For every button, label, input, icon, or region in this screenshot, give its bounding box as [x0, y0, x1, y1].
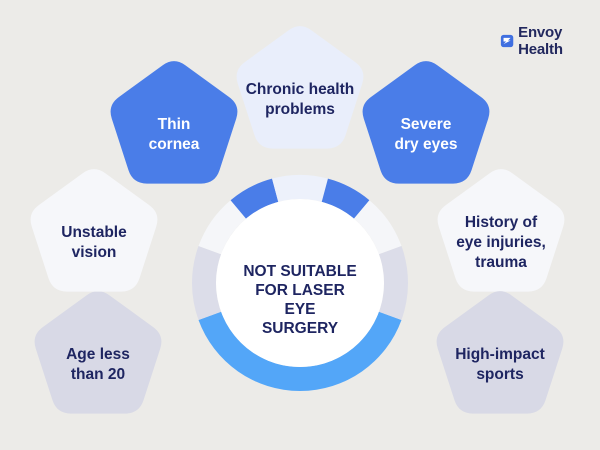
factor-label-high-impact-sports: High-impact sports: [455, 346, 545, 383]
ring-segment-upper-right: [353, 200, 402, 255]
center-ring: [192, 175, 408, 392]
pentagon-thin-cornea: [110, 61, 238, 184]
brand-name: Envoy Health: [518, 24, 563, 58]
ring-segment-top-left: [230, 178, 279, 219]
factor-label-thin-cornea: Thin cornea: [148, 116, 200, 153]
ring-segment-upper-left: [198, 200, 247, 255]
pentagon-dry-eyes: [362, 61, 490, 184]
ring-segment-left: [192, 246, 222, 320]
ring-segment-bottom: [198, 311, 402, 392]
pentagon-eye-injuries: [437, 169, 565, 292]
ring-segment-right: [378, 246, 408, 320]
pentagon-age: [34, 291, 162, 414]
center-label: NOT SUITABLE FOR LASER EYE SURGERY: [243, 263, 357, 337]
factor-label-age: Age less than 20: [66, 346, 130, 383]
brand-logo: Envoy Health: [500, 24, 600, 58]
factor-label-chronic-health: Chronic health problems: [245, 81, 355, 118]
center-circle: [216, 199, 384, 367]
pentagon-high-impact-sports: [436, 291, 564, 414]
factor-label-eye-injuries: History of eye injuries, trauma: [456, 214, 546, 271]
envoy-health-logo-icon: [500, 34, 514, 48]
ring-segment-top-right: [321, 178, 370, 219]
pentagon-unstable-vision: [30, 169, 158, 292]
factor-label-unstable-vision: Unstable vision: [61, 224, 127, 261]
ring-segment-top: [272, 175, 328, 202]
pentagon-chronic-health: [236, 26, 364, 149]
factor-label-dry-eyes: Severe dry eyes: [394, 116, 458, 153]
